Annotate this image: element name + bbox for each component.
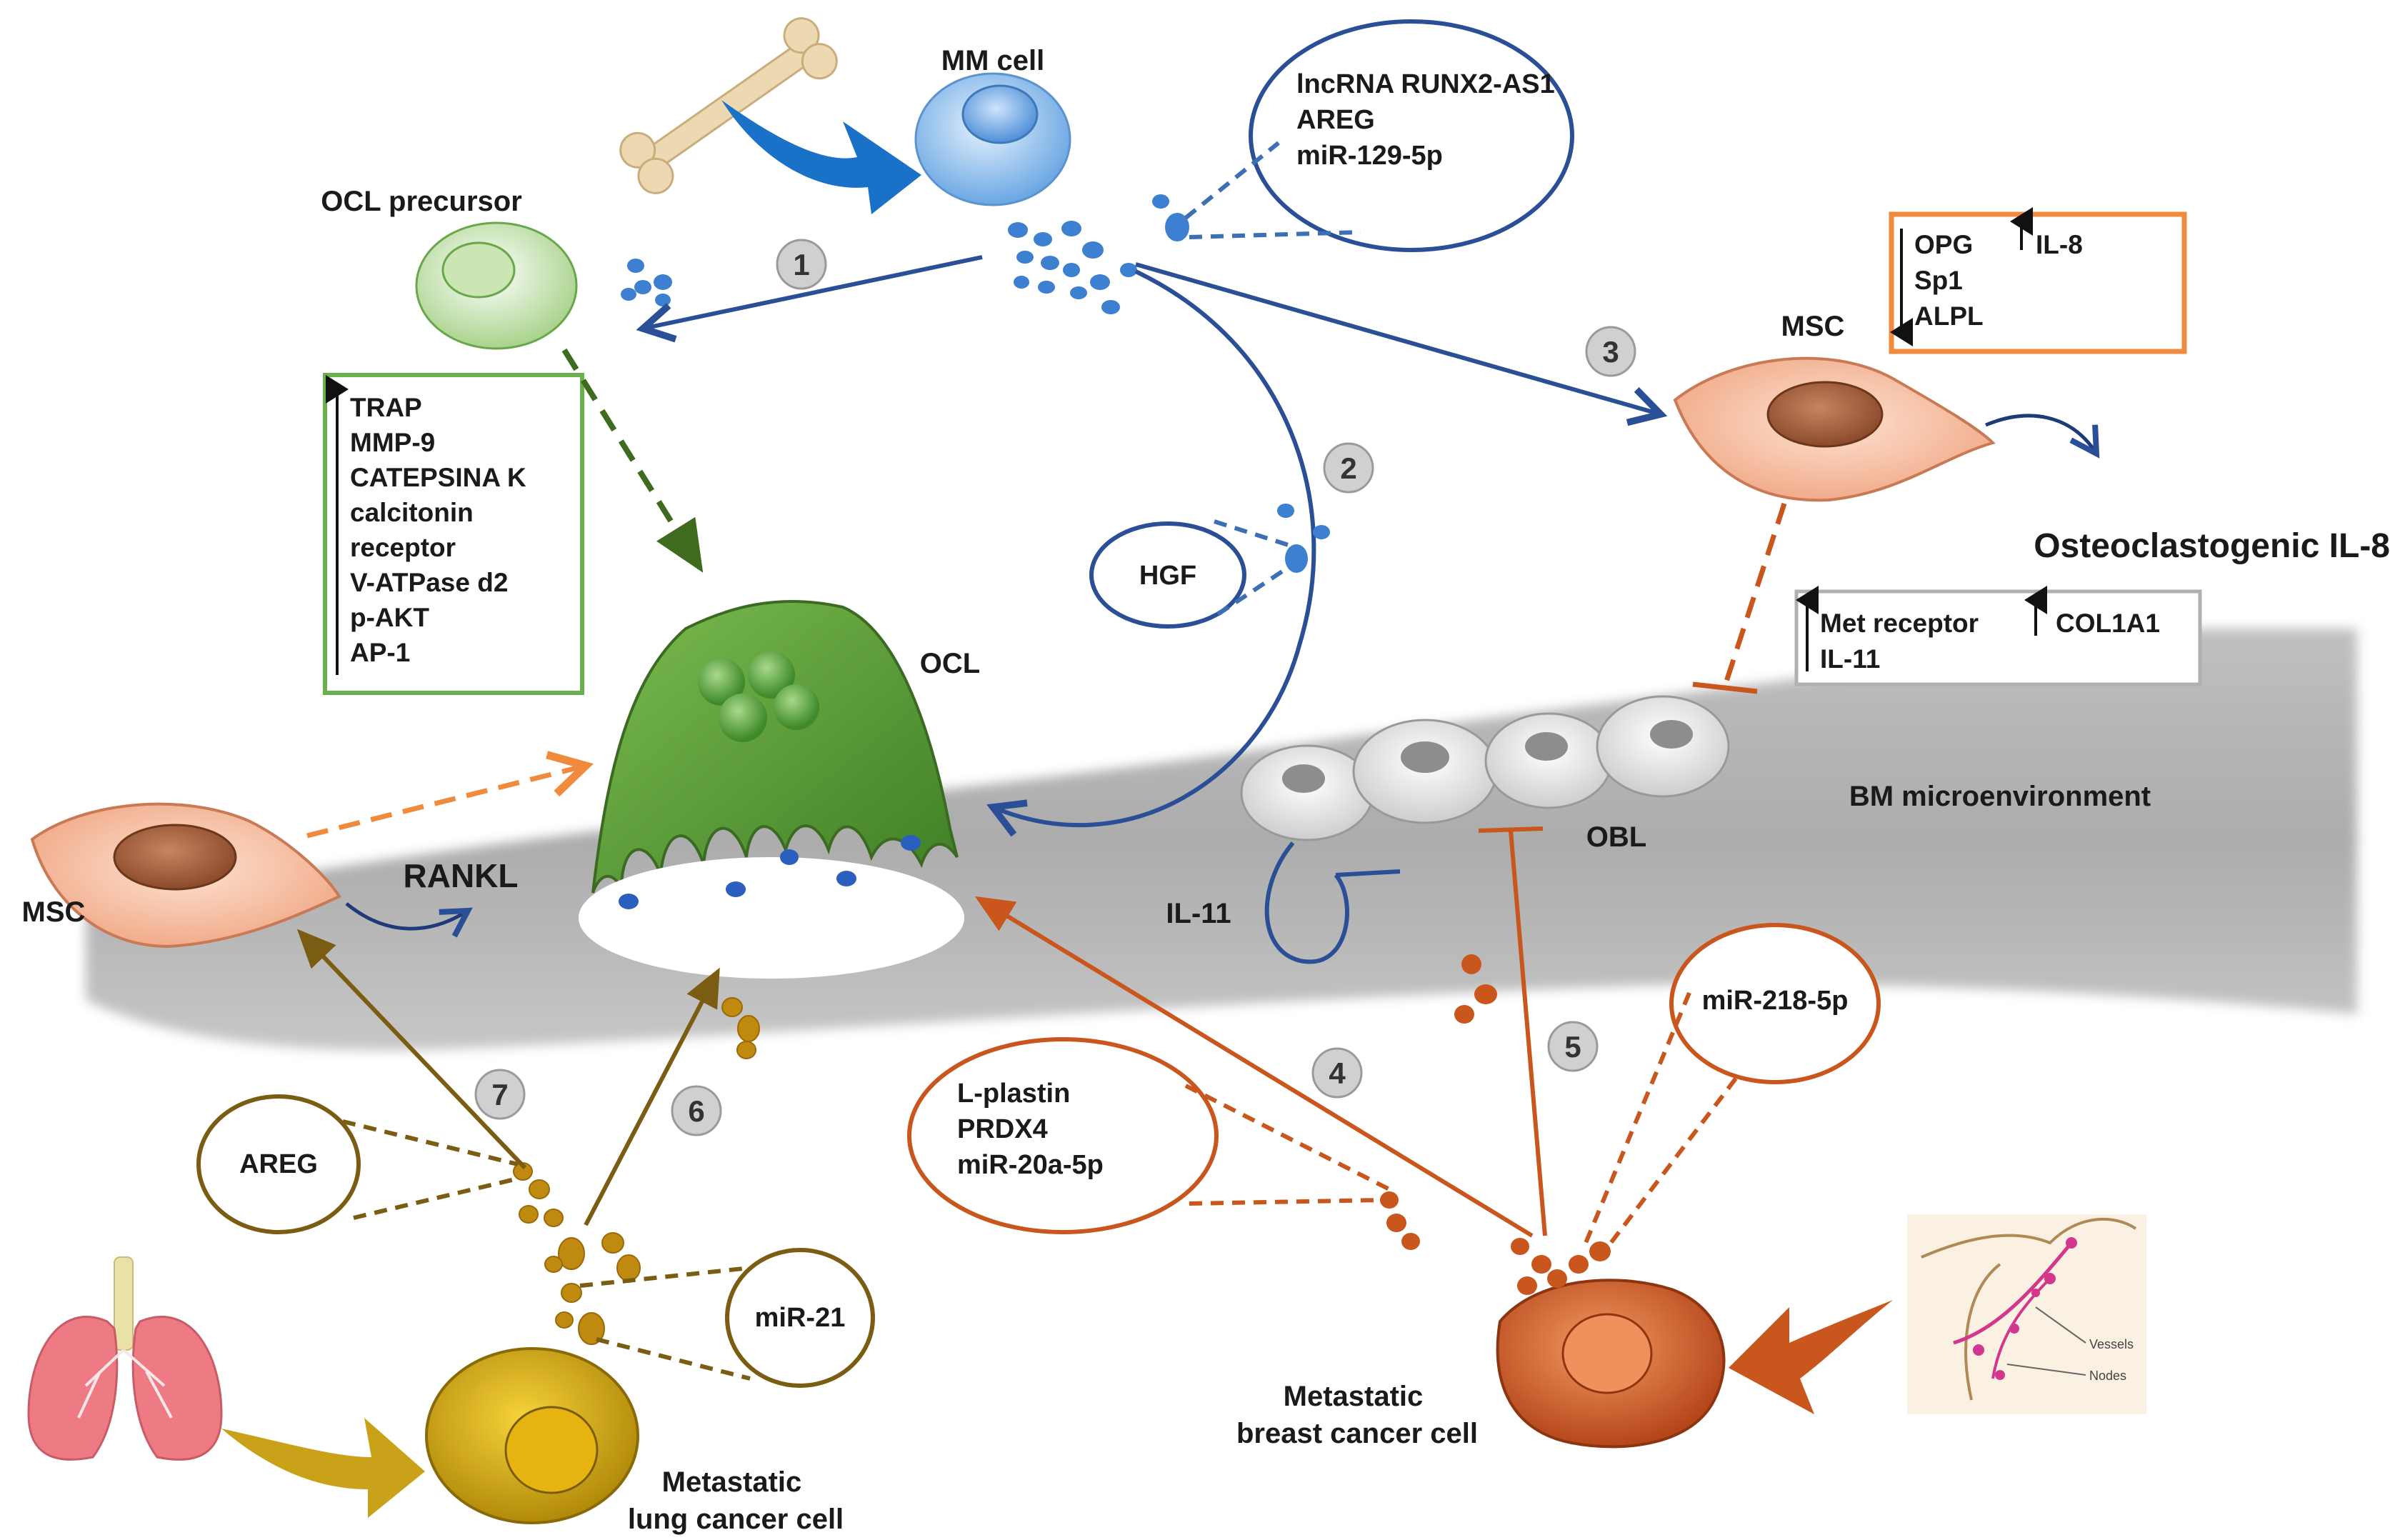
msc-factors-text: OPG IL-8 Sp1 ALPL <box>1914 230 2090 331</box>
arrow-4-breast-to-ocl <box>974 896 1534 1238</box>
step-3: 3 <box>1585 326 1636 377</box>
mm-factors-bubble: lncRNA RUNX2-AS1 AREG miR-129-5p <box>1184 19 1574 252</box>
msc-to-rankl-arrow <box>345 902 473 938</box>
breast-cancer-label: Metastatic breast cancer cell <box>1236 1381 1478 1449</box>
breast-left-text: L-plastin PRDX4 miR-20a-5p <box>957 1079 1104 1180</box>
breast-right-text: miR-218-5p <box>1702 986 1849 1016</box>
msc-left-label: MSC <box>22 896 86 928</box>
mm-factor-3: miR-129-5p <box>1296 141 1443 171</box>
lungs-to-lung-cell-arrow <box>221 1418 425 1518</box>
rankl-label: RANKL <box>404 857 519 894</box>
il11-loop <box>1264 841 1349 964</box>
mm-factor-1: lncRNA RUNX2-AS1 <box>1296 69 1555 99</box>
breast-vesicles <box>1380 954 1611 1295</box>
hgf-text: HGF <box>1139 561 1196 591</box>
lung-mir21-text: miR-21 <box>755 1303 846 1333</box>
msc-factors-box: OPG IL-8 Sp1 ALPL <box>1889 207 2187 354</box>
step-6: 6 <box>671 1085 722 1136</box>
step-7: 7 <box>474 1069 526 1120</box>
msc-top-label: MSC <box>1781 311 1845 342</box>
il11-label: IL-11 <box>1166 898 1231 929</box>
breast-label-line-2: breast cancer cell <box>1236 1418 1478 1449</box>
arrow-1-mm-to-ocl-precursor <box>636 255 983 343</box>
svg-text:3: 3 <box>1602 335 1619 369</box>
obl-factors-box: Met receptor COL1A1 IL-11 <box>1794 586 2202 686</box>
msc-top-cell <box>1673 356 1996 502</box>
arrow-2-mm-to-ocl <box>986 269 1316 837</box>
obl-factors-text: Met receptor COL1A1 IL-11 <box>1820 609 2167 674</box>
lung-label-line-2: lung cancer cell <box>628 1504 844 1535</box>
step-4: 4 <box>1311 1047 1363 1099</box>
obl-label: OBL <box>1586 821 1646 853</box>
ocl-precursor-vesicles <box>621 259 672 306</box>
arrow-7-lung-to-msc <box>296 929 527 1170</box>
mm-vesicles <box>1008 194 1189 314</box>
step-5: 5 <box>1547 1021 1599 1072</box>
obl-cells <box>1240 695 1730 841</box>
inset-to-breast-arrow <box>1729 1300 1893 1414</box>
breast-inhibit-bar <box>1478 826 1544 833</box>
ocl-markers-text: TRAP MMP-9 CATEPSINA K calcitonin recept… <box>350 393 534 667</box>
lung-cancer-cell <box>425 1347 639 1524</box>
arrow-6-lung-to-ocl <box>584 967 720 1226</box>
svg-text:5: 5 <box>1564 1030 1581 1064</box>
svg-text:1: 1 <box>793 248 809 281</box>
msc-inhibit-bar <box>1692 681 1758 694</box>
msc-left-cell <box>30 802 341 949</box>
msc-to-il8-arrow <box>1985 414 2100 459</box>
ocl-cell <box>591 600 959 894</box>
bm-microenvironment-label: BM microenvironment <box>1849 781 2151 812</box>
svg-text:2: 2 <box>1340 451 1356 485</box>
hgf-vesicles <box>1277 504 1330 573</box>
step-1: 1 <box>776 239 827 290</box>
breast-cancer-cell <box>1496 1279 1726 1449</box>
osteoclastogenic-label: Osteoclastogenic IL-8 <box>2034 527 2390 565</box>
mm-factor-2: AREG <box>1296 105 1375 135</box>
lung-areg-text: AREG <box>239 1149 318 1179</box>
msc-to-ocl-arrow <box>306 751 594 839</box>
mm-cell-label: MM cell <box>941 45 1044 76</box>
inset-vessels-label: Vessels <box>2089 1337 2134 1351</box>
lung-label-line-1: Metastatic <box>662 1466 802 1498</box>
ocl-precursor-label: OCL precursor <box>321 186 522 217</box>
breast-label-line-1: Metastatic <box>1284 1381 1424 1412</box>
step-2: 2 <box>1323 442 1374 494</box>
breast-left-bubble: L-plastin PRDX4 miR-20a-5p <box>907 1037 1391 1234</box>
svg-text:6: 6 <box>688 1094 704 1128</box>
lung-mir21-bubble: miR-21 <box>579 1248 875 1388</box>
ocl-vesicles <box>619 835 921 909</box>
ocl-markers-box: TRAP MMP-9 CATEPSINA K calcitonin recept… <box>323 373 584 695</box>
arrow-3-mm-to-msc <box>1135 262 1668 426</box>
svg-text:7: 7 <box>491 1078 508 1111</box>
resorption-lacuna <box>579 857 964 979</box>
ocl-label: OCL <box>920 648 980 679</box>
msc-to-obl-inhibit <box>1722 502 1787 687</box>
mm-cell <box>914 72 1071 206</box>
lung-vesicles <box>513 997 760 1345</box>
lungs-icon <box>27 1256 223 1461</box>
il11-inhibit-bar <box>1335 869 1401 877</box>
breast-lymph-inset-image: Vessels Nodes <box>1907 1214 2146 1414</box>
ocl-precursor-cell <box>415 221 578 350</box>
arrow-5-breast-to-obl <box>1509 830 1547 1236</box>
ocl-precursor-to-ocl-arrow <box>561 348 704 573</box>
lung-cancer-label: Metastatic lung cancer cell <box>628 1466 844 1535</box>
svg-text:4: 4 <box>1329 1056 1346 1090</box>
hgf-bubble: HGF <box>1089 519 1294 629</box>
lung-areg-bubble: AREG <box>196 1094 519 1234</box>
inset-nodes-label: Nodes <box>2089 1369 2126 1383</box>
mm-factors-text: lncRNA RUNX2-AS1 AREG miR-129-5p <box>1296 69 1562 171</box>
breast-right-bubble: miR-218-5p <box>1582 923 1881 1259</box>
bone-icon <box>619 17 838 194</box>
bone-to-mm-arrow <box>721 100 921 214</box>
